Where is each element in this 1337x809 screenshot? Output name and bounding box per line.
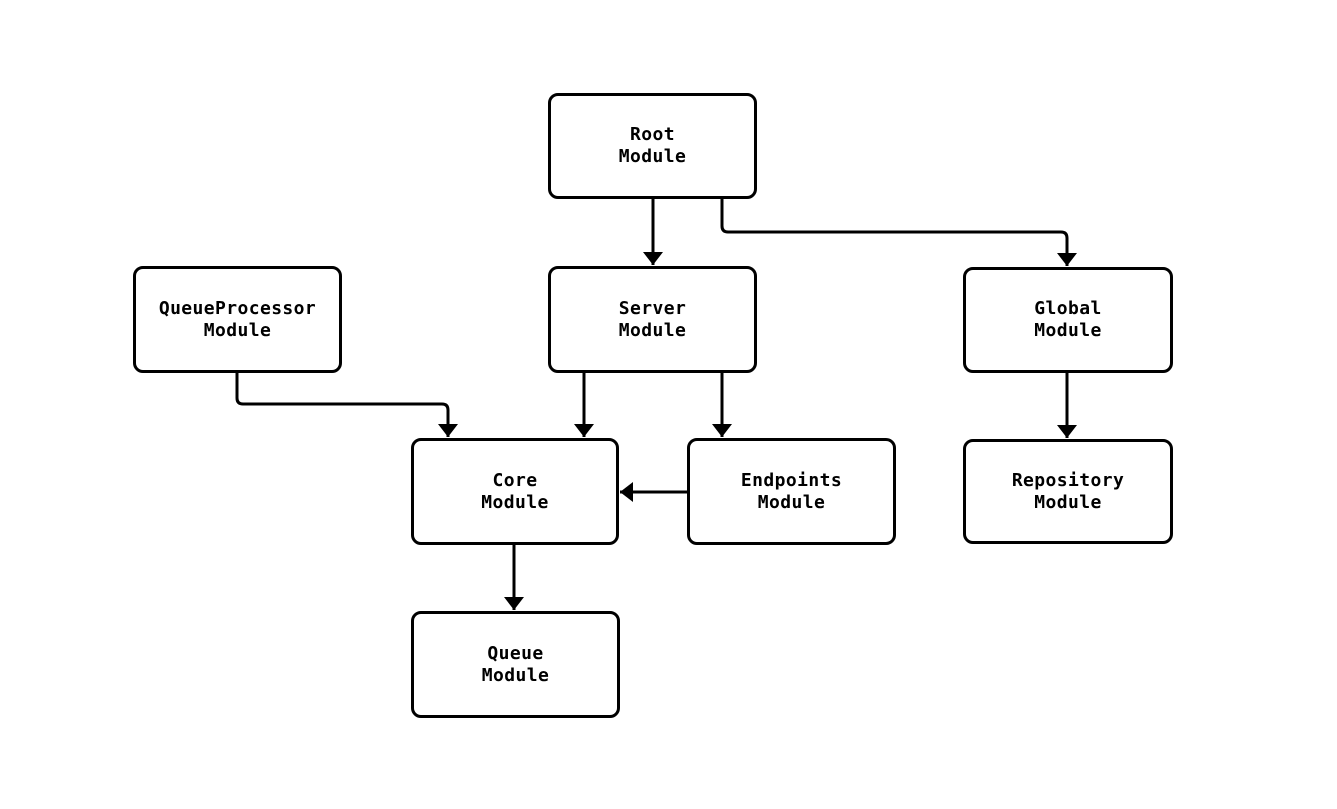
node-queueprocessor-module: QueueProcessor Module — [133, 266, 342, 373]
node-server-module: Server Module — [548, 266, 757, 373]
node-label: Module — [618, 146, 687, 167]
node-label: Queue — [487, 642, 544, 664]
node-root-module: Root Module — [548, 93, 757, 199]
node-label: Root — [630, 124, 675, 145]
node-label: Repository — [1011, 469, 1125, 491]
node-global-module: Global Module — [963, 267, 1173, 373]
node-repository-module: Repository Module — [963, 439, 1173, 544]
node-label: Module — [1034, 320, 1102, 341]
node-queue-module: Queue Module — [411, 611, 620, 718]
node-label: Module — [757, 491, 826, 513]
edge-queueprocessor-to-core — [235, 373, 458, 437]
node-label: Core — [492, 469, 538, 491]
node-label: Module — [618, 319, 687, 341]
node-label: Module — [481, 664, 550, 686]
node-label: Server — [618, 297, 687, 319]
node-label: Module — [203, 319, 272, 341]
node-label: Module — [1034, 491, 1102, 513]
node-core-module: Core Module — [411, 438, 619, 545]
node-label: Endpoints — [740, 469, 843, 491]
edge-root-to-global — [720, 199, 1077, 266]
node-endpoints-module: Endpoints Module — [687, 438, 896, 545]
node-label: Module — [481, 491, 549, 513]
node-label: Global — [1034, 298, 1102, 319]
node-label: QueueProcessor — [158, 297, 317, 319]
